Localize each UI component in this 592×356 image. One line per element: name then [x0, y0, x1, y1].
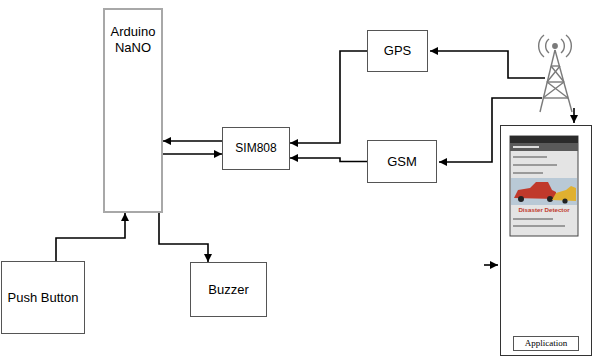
node-label: GSM [387, 154, 417, 170]
connector [159, 213, 208, 262]
output-box: Buzzer [190, 262, 267, 317]
module-box: GPS [367, 30, 428, 72]
connector [290, 51, 367, 143]
node-label: SIM808 [235, 141, 276, 155]
node-label: GPS [384, 43, 411, 59]
input-box: Push Button [1, 261, 85, 334]
node-label: Application [513, 336, 579, 351]
node-label: Arduino NaNO [108, 24, 158, 55]
connector [56, 213, 125, 261]
module-box: SIM808 [222, 127, 290, 170]
node-label: Push Button [8, 290, 79, 306]
module-box: GSM [367, 140, 437, 183]
connector [163, 153, 222, 155]
app-screenshot [510, 136, 578, 236]
app-title: Disaster Detector [510, 206, 578, 213]
connector [290, 158, 367, 162]
connector [163, 140, 222, 142]
node-label: Buzzer [208, 282, 248, 298]
tower-icon [539, 35, 572, 112]
phone-frame: Application [500, 125, 592, 356]
controller-box: Arduino NaNO [103, 8, 163, 213]
